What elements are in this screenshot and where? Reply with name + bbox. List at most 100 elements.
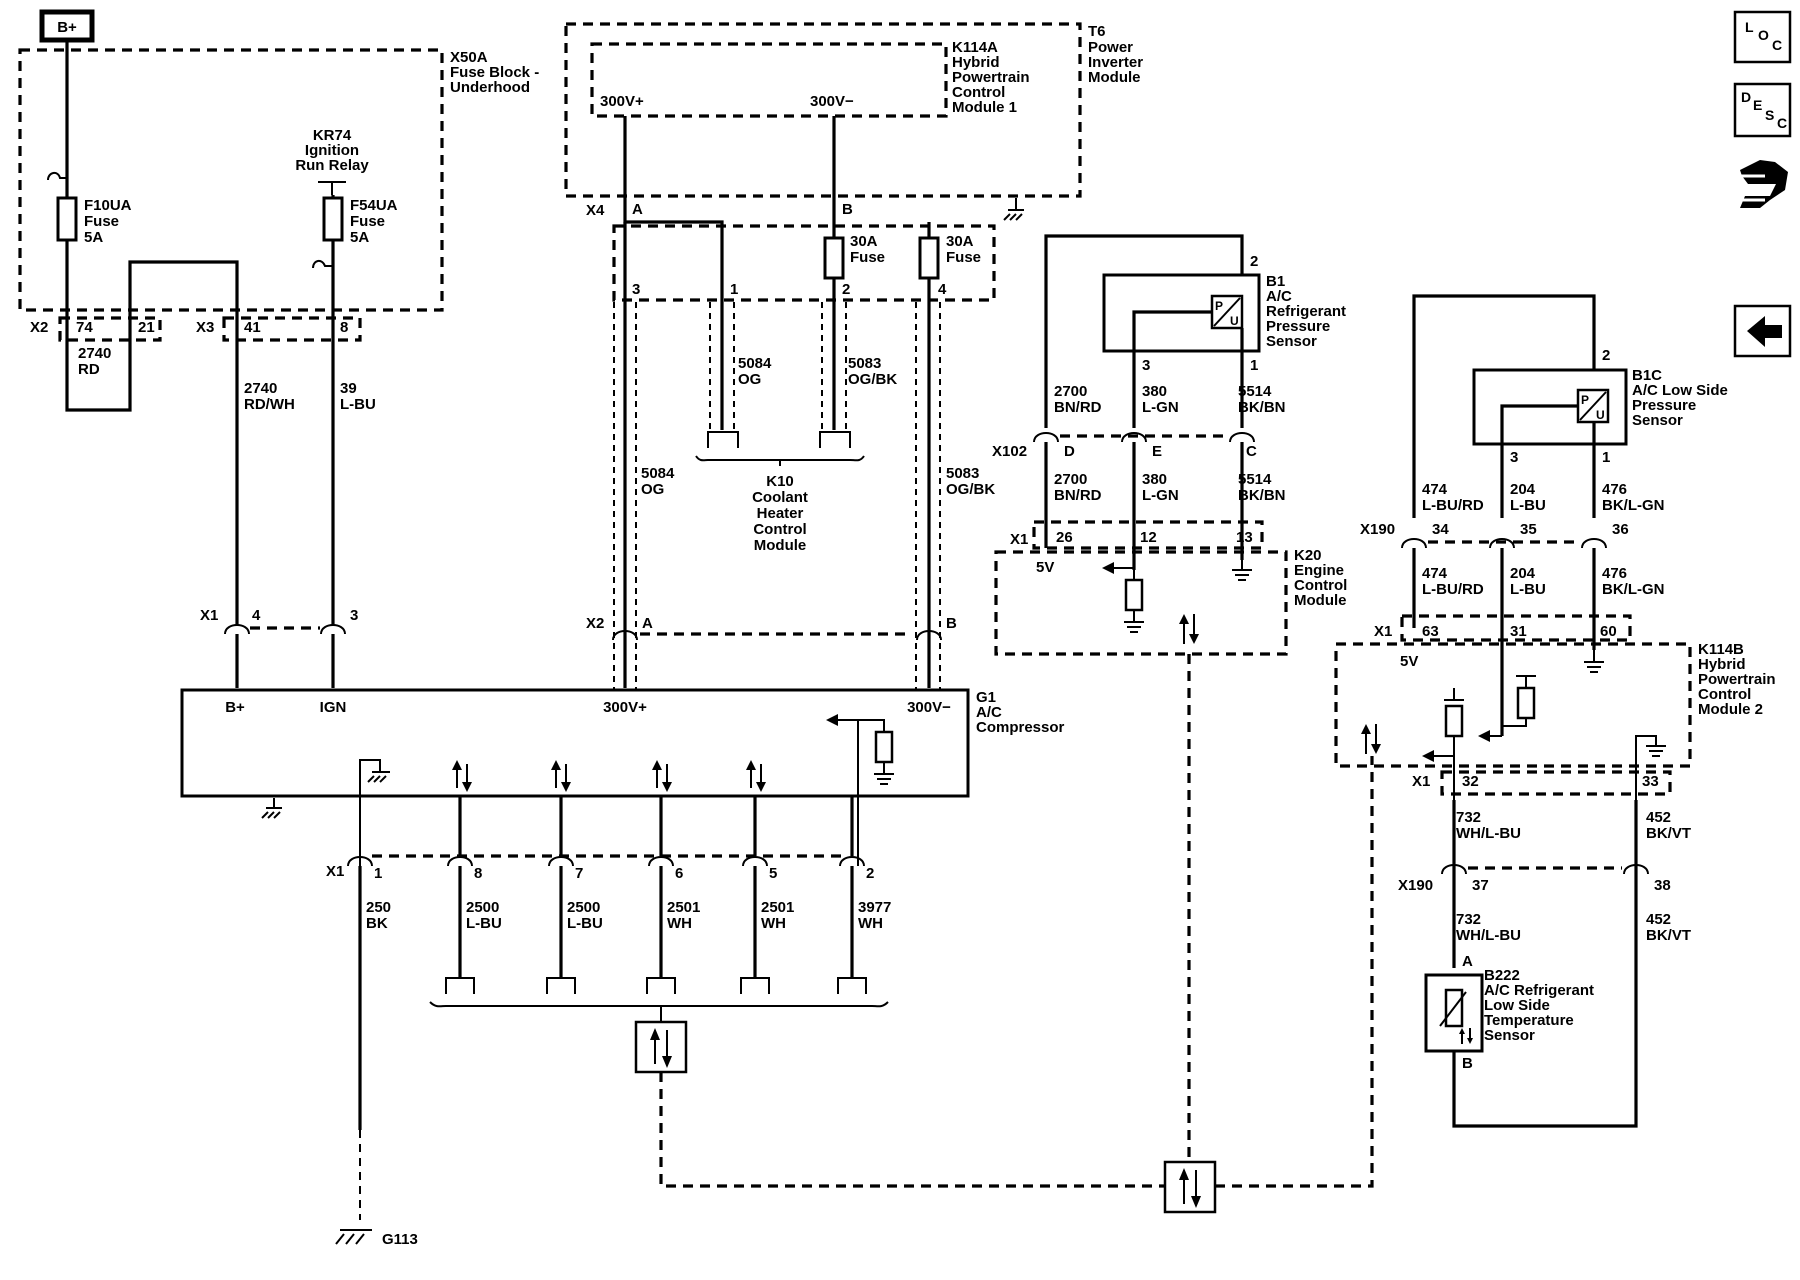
svg-text:1: 1 bbox=[1250, 357, 1258, 374]
svg-text:Module: Module bbox=[1294, 592, 1347, 609]
svg-text:Fuse: Fuse bbox=[350, 213, 385, 230]
svg-text:C: C bbox=[1772, 37, 1782, 53]
svg-text:X2: X2 bbox=[586, 615, 604, 632]
svg-text:BK/L-GN: BK/L-GN bbox=[1602, 497, 1665, 514]
svg-text:E: E bbox=[1152, 443, 1162, 460]
svg-text:3: 3 bbox=[632, 281, 640, 298]
svg-text:OG: OG bbox=[641, 481, 664, 498]
svg-text:O: O bbox=[1758, 27, 1769, 43]
svg-text:F54UA: F54UA bbox=[350, 197, 398, 214]
svg-text:Pressure: Pressure bbox=[1266, 318, 1330, 335]
svg-text:K10: K10 bbox=[766, 473, 794, 490]
svg-text:A/C: A/C bbox=[1266, 288, 1292, 305]
svg-text:Fuse Block -: Fuse Block - bbox=[450, 64, 539, 81]
svg-text:12: 12 bbox=[1140, 529, 1157, 546]
svg-text:A/C Refrigerant: A/C Refrigerant bbox=[1484, 982, 1594, 999]
svg-text:Power: Power bbox=[1088, 39, 1133, 56]
svg-text:Coolant: Coolant bbox=[752, 489, 808, 506]
svg-text:2: 2 bbox=[842, 281, 850, 298]
svg-text:U: U bbox=[1596, 408, 1605, 422]
svg-text:E: E bbox=[1753, 97, 1762, 113]
svg-text:P: P bbox=[1581, 393, 1589, 407]
ac-compressor: B+ IGN 300V+ 300V− G1 A/C Compressor bbox=[180, 688, 1065, 866]
svg-text:X1: X1 bbox=[1010, 531, 1028, 548]
compressor-wire-number: 2500 bbox=[466, 899, 499, 916]
loc-icon[interactable]: L O C bbox=[1733, 10, 1792, 64]
svg-text:B1C: B1C bbox=[1632, 367, 1662, 384]
svg-text:C: C bbox=[1246, 443, 1257, 460]
compressor-wire-color: BK bbox=[366, 915, 388, 932]
engine-control-module-k20: X1 26 12 13 5V K20 Engine Control Module bbox=[994, 520, 1347, 656]
svg-text:5514: 5514 bbox=[1238, 383, 1272, 400]
svg-text:Control: Control bbox=[753, 521, 806, 538]
svg-text:2700: 2700 bbox=[1054, 471, 1087, 488]
compressor-wire-color: L-BU bbox=[567, 915, 603, 932]
svg-text:476: 476 bbox=[1602, 565, 1627, 582]
svg-text:A/C Low Side: A/C Low Side bbox=[1632, 382, 1728, 399]
svg-text:2740: 2740 bbox=[78, 345, 111, 362]
svg-text:D: D bbox=[1741, 89, 1751, 105]
svg-text:74: 74 bbox=[76, 319, 93, 336]
svg-text:X50A: X50A bbox=[450, 49, 488, 66]
svg-text:Compressor: Compressor bbox=[976, 719, 1065, 736]
svg-text:A: A bbox=[1462, 953, 1473, 970]
svg-text:X3: X3 bbox=[196, 319, 214, 336]
svg-text:Sensor: Sensor bbox=[1632, 412, 1683, 429]
svg-text:2700: 2700 bbox=[1054, 383, 1087, 400]
svg-text:L-GN: L-GN bbox=[1142, 487, 1179, 504]
svg-text:BN/RD: BN/RD bbox=[1054, 399, 1102, 416]
compressor-wire-color: WH bbox=[858, 915, 883, 932]
connector-x190-bottom: X190 37 38 bbox=[1398, 864, 1671, 894]
ground-g113: G113 bbox=[335, 1130, 418, 1248]
svg-text:BK/BN: BK/BN bbox=[1238, 487, 1286, 504]
svg-text:5084: 5084 bbox=[641, 465, 675, 482]
coolant-heater-module: 5084 OG 5083 OG/BK K10 Coolant Heater Co… bbox=[695, 355, 897, 554]
svg-text:A: A bbox=[632, 201, 643, 218]
svg-text:X1: X1 bbox=[1412, 773, 1430, 790]
connector-view-icon[interactable] bbox=[1735, 160, 1788, 208]
svg-text:L-BU/RD: L-BU/RD bbox=[1422, 497, 1484, 514]
fuse-30a-1: 30A Fuse bbox=[823, 233, 885, 280]
svg-text:Inverter: Inverter bbox=[1088, 54, 1143, 71]
svg-text:34: 34 bbox=[1432, 521, 1449, 538]
svg-text:X190: X190 bbox=[1360, 521, 1395, 538]
back-arrow-icon[interactable] bbox=[1733, 304, 1792, 358]
svg-text:X1: X1 bbox=[326, 863, 344, 880]
svg-text:8: 8 bbox=[340, 319, 348, 336]
connector-x1-comp-bottom: X1 bbox=[326, 854, 842, 880]
svg-text:Heater: Heater bbox=[757, 505, 804, 522]
svg-text:300V−: 300V− bbox=[907, 699, 951, 716]
svg-text:X1: X1 bbox=[200, 607, 218, 624]
svg-text:204: 204 bbox=[1510, 565, 1536, 582]
svg-text:X1: X1 bbox=[1374, 623, 1392, 640]
svg-text:L-BU: L-BU bbox=[1510, 497, 1546, 514]
svg-text:4: 4 bbox=[938, 281, 947, 298]
svg-text:OG/BK: OG/BK bbox=[946, 481, 995, 498]
svg-text:F10UA: F10UA bbox=[84, 197, 132, 214]
ac-low-side-temp-sensor-b222: A B B222 A/C Refrigerant Low Side Temper… bbox=[1424, 953, 1594, 1072]
svg-text:K20: K20 bbox=[1294, 547, 1322, 564]
svg-text:5514: 5514 bbox=[1238, 471, 1272, 488]
desc-icon[interactable]: D E S C bbox=[1733, 82, 1792, 138]
svg-text:OG/BK: OG/BK bbox=[848, 371, 897, 388]
svg-text:L: L bbox=[1745, 19, 1754, 35]
svg-text:BK/VT: BK/VT bbox=[1646, 927, 1691, 944]
svg-text:35: 35 bbox=[1520, 521, 1537, 538]
hv-wire-5083: 5083 OG/BK bbox=[946, 465, 995, 498]
compressor-pin-number: 5 bbox=[769, 865, 777, 882]
svg-text:732: 732 bbox=[1456, 809, 1481, 826]
svg-text:30A: 30A bbox=[946, 233, 974, 250]
svg-text:X2: X2 bbox=[30, 319, 48, 336]
svg-text:B: B bbox=[946, 615, 957, 632]
svg-text:Module: Module bbox=[754, 537, 807, 554]
svg-text:L-GN: L-GN bbox=[1142, 399, 1179, 416]
connector-x1-comp-top: X1 4 3 bbox=[200, 607, 358, 635]
compressor-pin-number: 8 bbox=[474, 865, 482, 882]
fuse-f54ua: F54UA Fuse 5A bbox=[312, 196, 398, 269]
svg-text:BN/RD: BN/RD bbox=[1054, 487, 1102, 504]
svg-text:X4: X4 bbox=[586, 202, 605, 219]
svg-text:300V+: 300V+ bbox=[600, 93, 644, 110]
svg-text:Fuse: Fuse bbox=[84, 213, 119, 230]
svg-text:Control: Control bbox=[952, 84, 1005, 101]
svg-text:B1: B1 bbox=[1266, 273, 1285, 290]
